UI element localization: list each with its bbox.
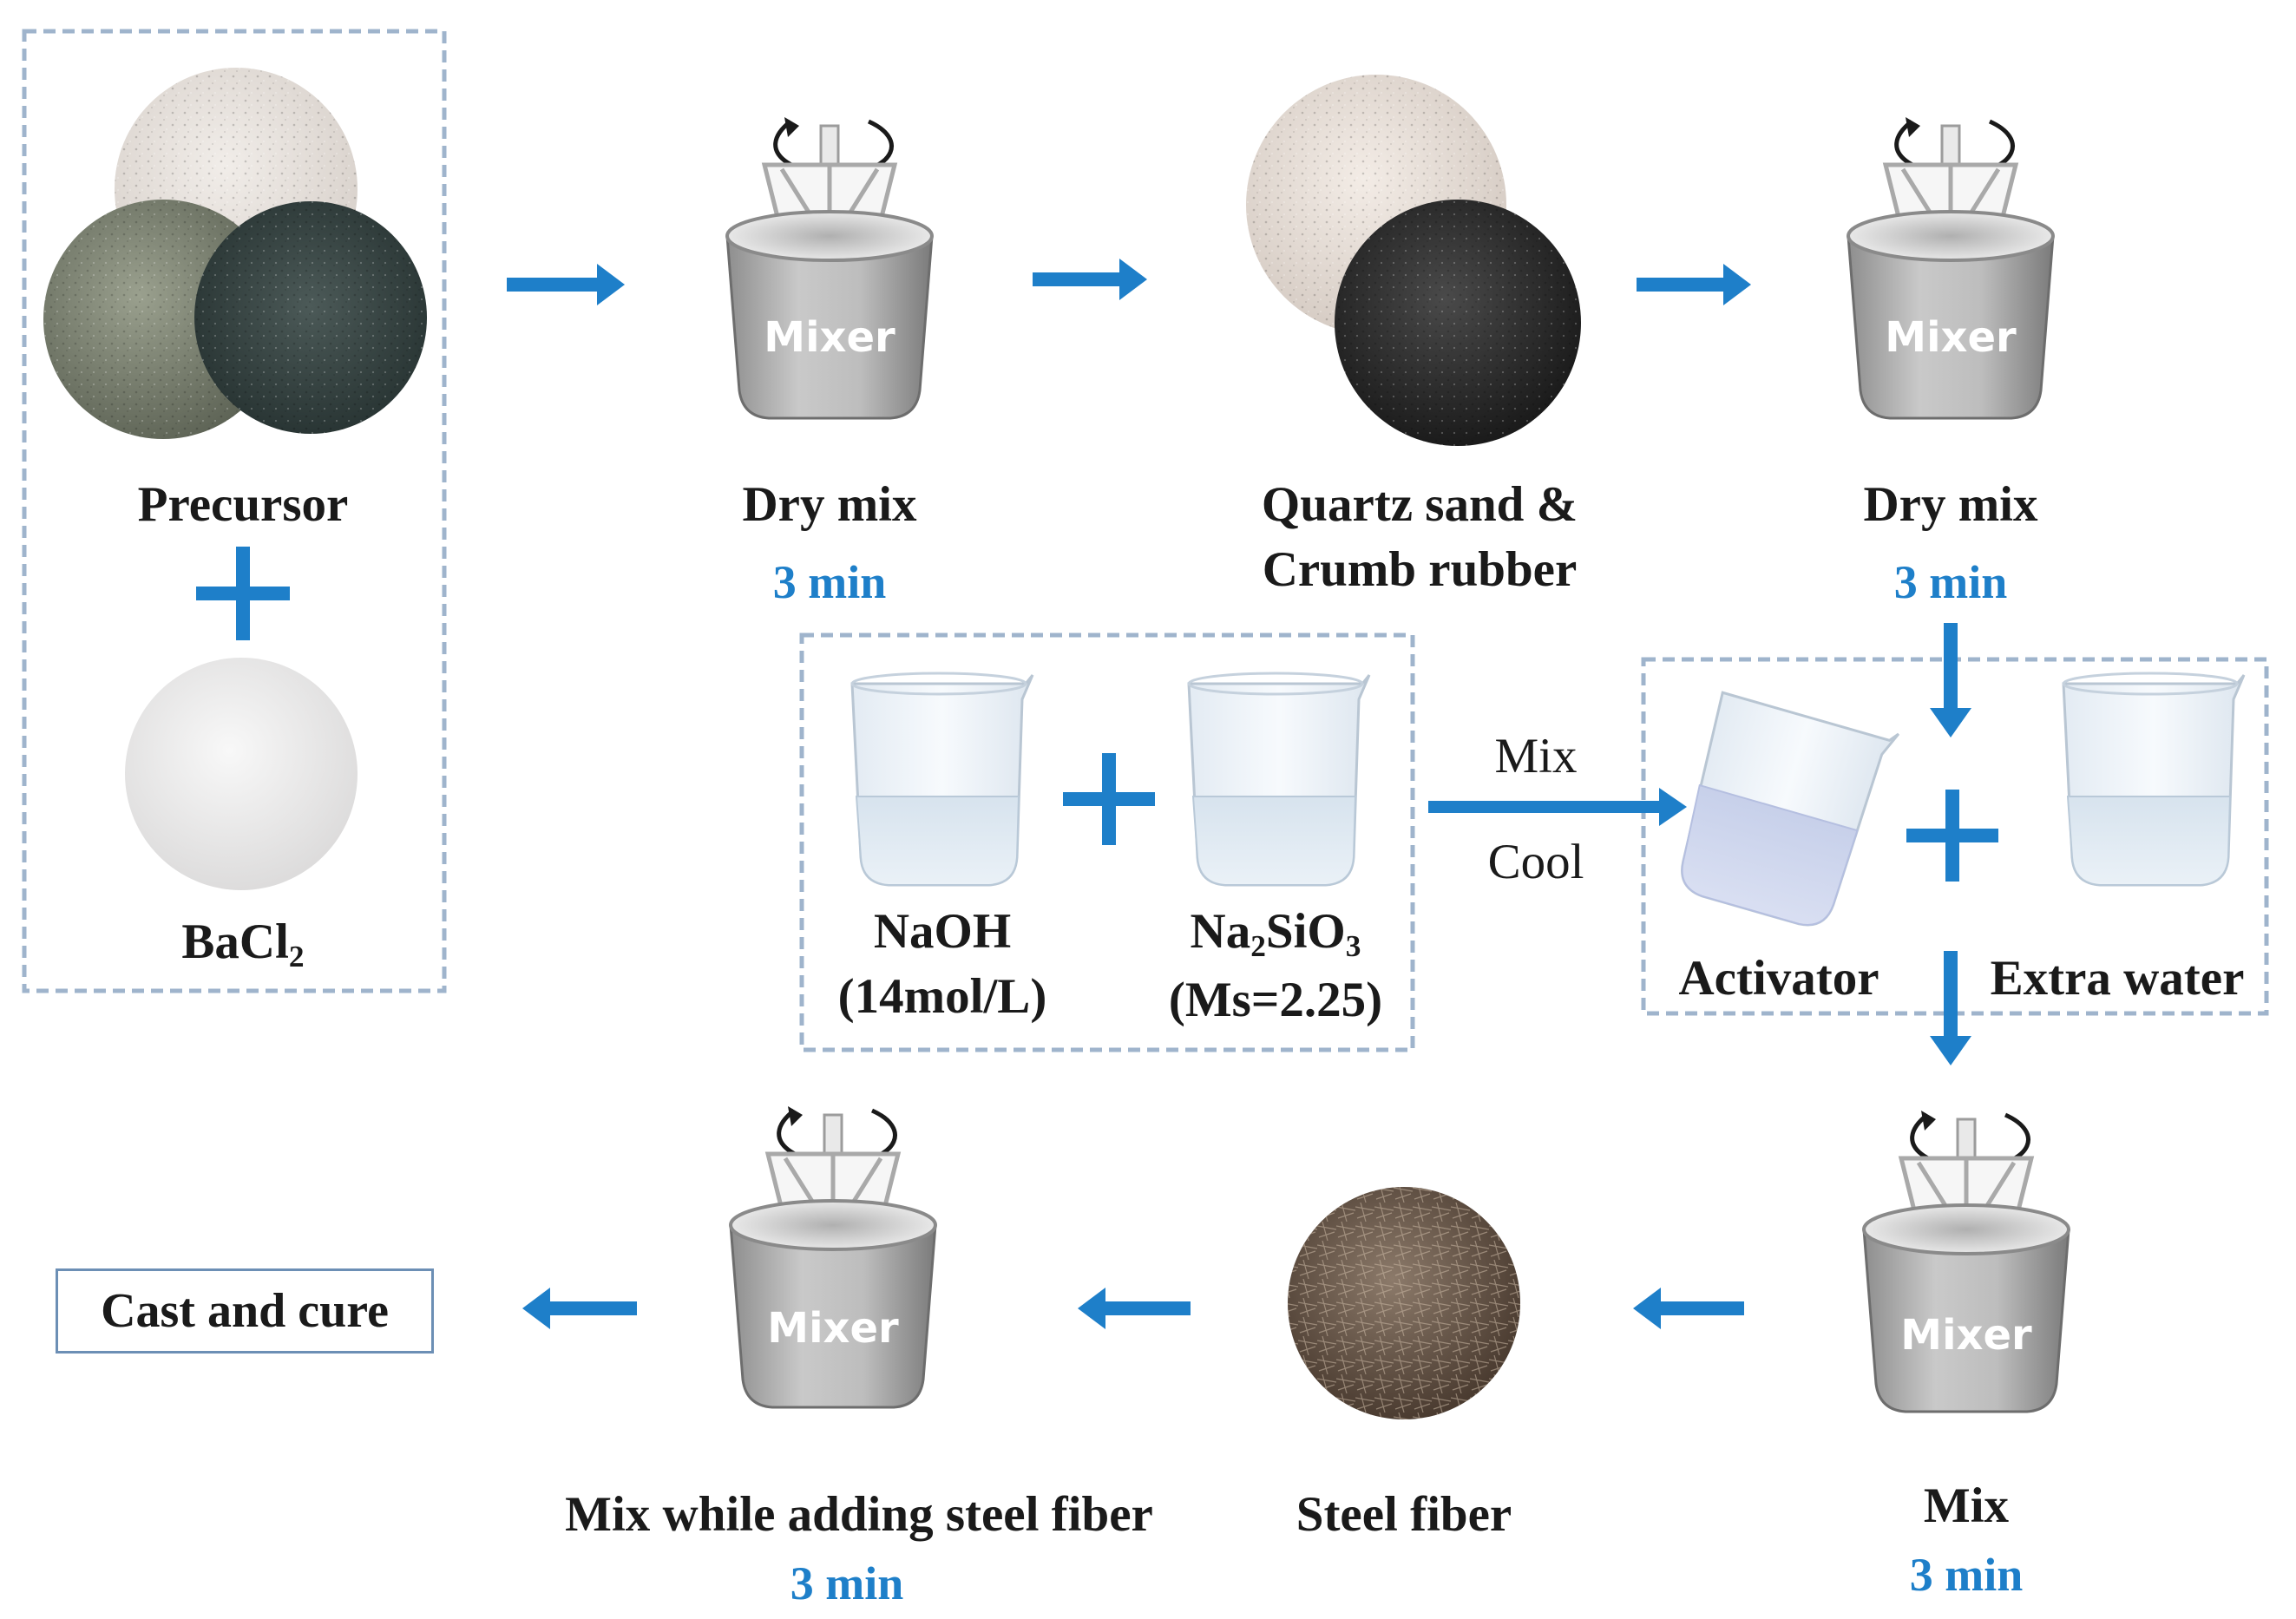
naoh-label: NaOH (14mol/L) [786,899,1099,1029]
mixer-text-1: Mixer [764,313,895,362]
naoh-beaker-icon [850,672,1034,887]
naoh-label-name: NaOH [873,904,1012,959]
bacl2-label-sub: 2 [288,939,305,973]
plus-icon-solution [1063,753,1155,845]
plus-icon-precursor [196,547,290,640]
dry-mix-time-1: 3 min [772,556,887,608]
bacl2-powder-image [125,658,358,890]
mix-arrow-label: Mix [1494,729,1578,783]
precursor-label: Precursor [137,477,349,532]
mix-steel-label: Mix while adding steel fiber [565,1487,1153,1542]
na2sio3-sub1: 2 [1250,928,1266,963]
na2sio3-sub2: 3 [1345,928,1361,963]
mix-steel-time: 3 min [790,1557,904,1609]
dry-mix-label-2: Dry mix [1863,477,2038,532]
mix-final-time: 3 min [1909,1549,2024,1601]
na2sio3-label-ms: (Ms=2.25) [1168,972,1383,1027]
steel-fiber-label: Steel fiber [1296,1487,1512,1542]
precursor-group-box [22,29,447,993]
na2sio3-label: Na2SiO3(Ms=2.25) [1119,899,1432,1032]
cool-arrow-label: Cool [1487,835,1584,889]
cast-and-cure-box: Cast and cure [56,1268,434,1354]
na2sio3-beaker-icon [1187,672,1371,887]
na2sio3-label-formula: Na2SiO3 [1119,899,1432,967]
mixer-icon-final-mix [1864,1111,2069,1412]
naoh-label-conc: (14mol/L) [837,969,1047,1025]
plus-icon-activator [1906,790,1998,882]
quartz-label-line1: Quartz sand & [1261,477,1578,532]
quartz-label-line2: Crumb rubber [1262,542,1578,598]
alkali-solution-group-box [799,633,1415,1052]
dry-mix-time-2: 3 min [1893,556,2008,608]
mixer-icon-dry-mix-1 [727,117,932,418]
mixer-icon-dry-mix-2 [1848,117,2053,418]
quartz-rubber-label: Quartz sand & Crumb rubber [1203,472,1637,602]
extra-water-beaker-icon [2062,672,2246,887]
activator-label: Activator [1678,951,1879,1006]
na2sio3-na: Na [1190,904,1251,959]
mixer-text-3: Mixer [1900,1311,2032,1360]
mixer-icon-steel-fiber-mix [731,1106,935,1407]
dry-mix-label-1: Dry mix [742,477,917,532]
activator-beaker-icon [1681,691,1900,927]
mixer-text-2: Mixer [1885,313,2017,362]
bacl2-label-main: BaCl [181,914,289,969]
mixer-text-4: Mixer [767,1304,899,1353]
flow-arrows [507,259,1971,1329]
na2sio3-sio: SiO [1265,904,1346,959]
extra-water-label: Extra water [1990,951,2245,1006]
bacl2-label: BaCl2 [69,909,417,978]
mix-final-label: Mix [1923,1478,2010,1533]
